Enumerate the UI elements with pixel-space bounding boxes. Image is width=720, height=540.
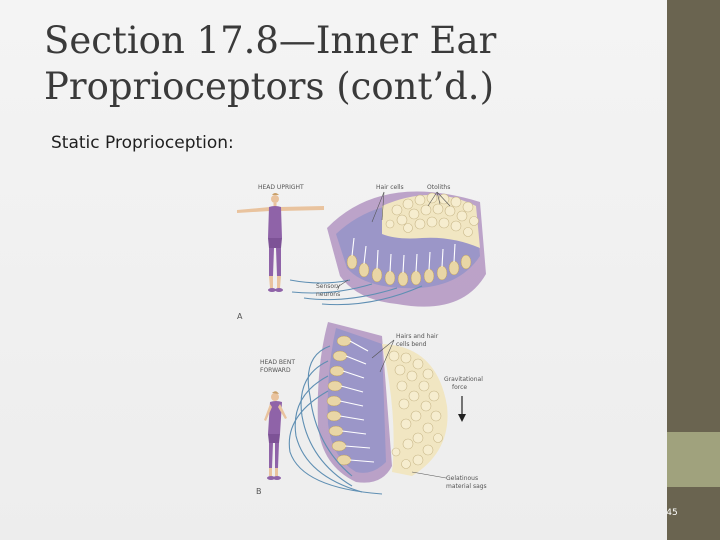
gravity-arrow (458, 396, 466, 422)
slide-title-line1: Section 17.8—Inner Ear (44, 19, 497, 62)
slide-subtitle: Static Proprioception: (51, 133, 234, 153)
sidebar-dark-band (667, 0, 720, 432)
label-sensory-neurons-line2: neurons (316, 291, 340, 298)
label-otoliths: Otoliths (427, 184, 450, 191)
label-gelatinous-material-line1: Gelatinous (446, 475, 478, 482)
panel-b-letter: B (256, 487, 262, 496)
label-hair-cells: Hair cells (376, 184, 404, 191)
label-hairs-bend-line1: Hairs and hair (396, 333, 439, 340)
dancer-upright-illustration (237, 193, 324, 292)
label-gravitational-force-line1: Gravitational (444, 376, 483, 383)
page-number: 45 (666, 508, 678, 518)
sidebar-bottom-band (667, 487, 720, 540)
label-gelatinous-material-line2: material sags (446, 483, 487, 490)
inner-ear-figure: HEAD UPRIGHT Hair cells Otoliths (237, 184, 487, 496)
sidebar-light-band (667, 432, 720, 487)
label-sensory-neurons-line1: Sensory (316, 283, 341, 290)
slide-title: Section 17.8—Inner Ear Proprioceptors (c… (44, 18, 644, 110)
panel-b-caption-line2: FORWARD (260, 367, 291, 374)
panel-a-caption: HEAD UPRIGHT (258, 184, 304, 191)
macula-bent-illustration (288, 322, 466, 495)
panel-a-letter: A (237, 312, 243, 321)
panel-b-caption-line1: HEAD BENT (260, 359, 295, 366)
macula-upright-illustration (289, 191, 486, 307)
slide-title-line2: Proprioceptors (cont’d.) (44, 65, 494, 108)
dancer-bent-forward-illustration (264, 391, 287, 480)
label-gravitational-force-line2: force (452, 384, 467, 391)
label-hairs-bend-line2: cells bend (396, 341, 427, 348)
